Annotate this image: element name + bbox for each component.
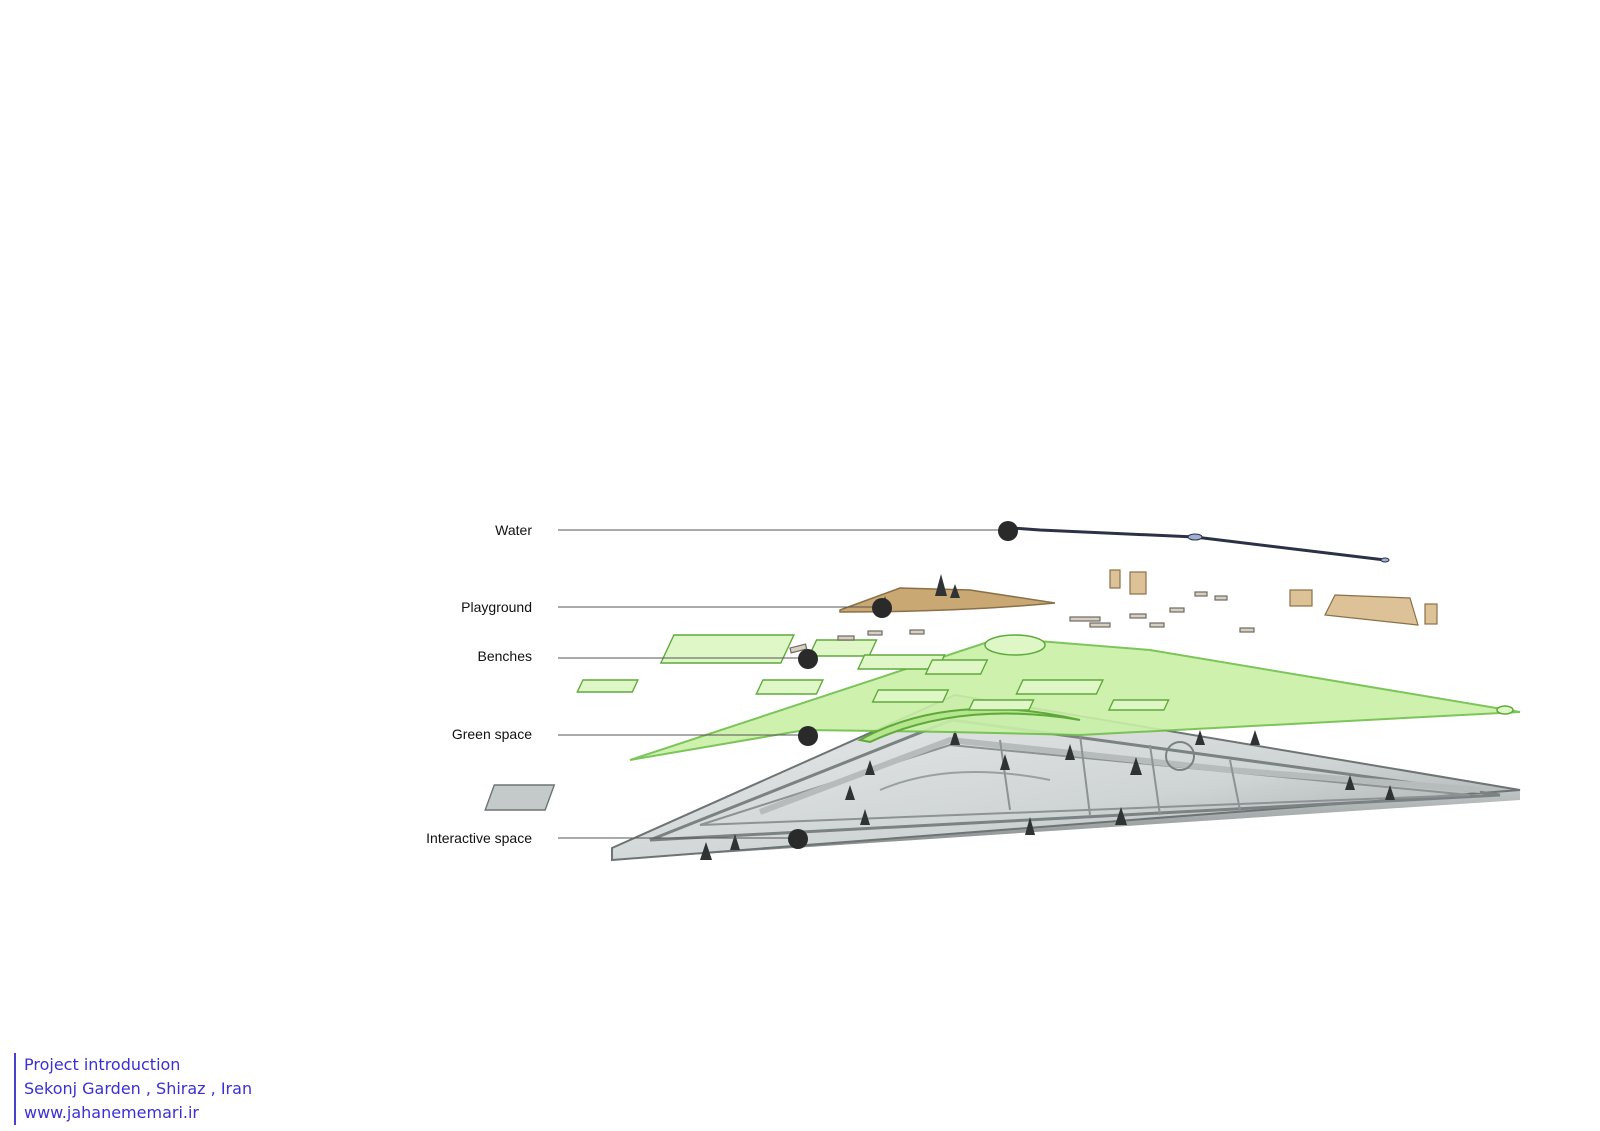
footer-website-link[interactable]: www.jahanememari.ir [24,1103,200,1122]
marker-interactive [788,829,808,849]
marker-water [998,521,1018,541]
label-green-space: Green space [451,726,532,742]
benches-layer [789,591,1255,654]
footer-project-title: Project introduction [24,1055,181,1074]
marker-benches [798,649,818,669]
leader-lines [558,529,1008,839]
footer-project-location: Sekonj Garden , Shiraz , Iran [24,1079,253,1098]
interactive-space-layer [484,693,1521,862]
label-benches: Benches [477,648,532,664]
green-space-layer [576,634,1521,761]
layer-markers [788,521,1018,849]
water-layer [1011,526,1390,563]
project-footer: Project introduction Sekonj Garden , Shi… [14,1053,252,1125]
marker-green [798,726,818,746]
label-water: Water [495,522,532,538]
label-playground: Playground [461,599,532,615]
marker-playground [872,598,892,618]
label-interactive-space: Interactive space [426,830,532,846]
playground-layer [839,569,1438,626]
